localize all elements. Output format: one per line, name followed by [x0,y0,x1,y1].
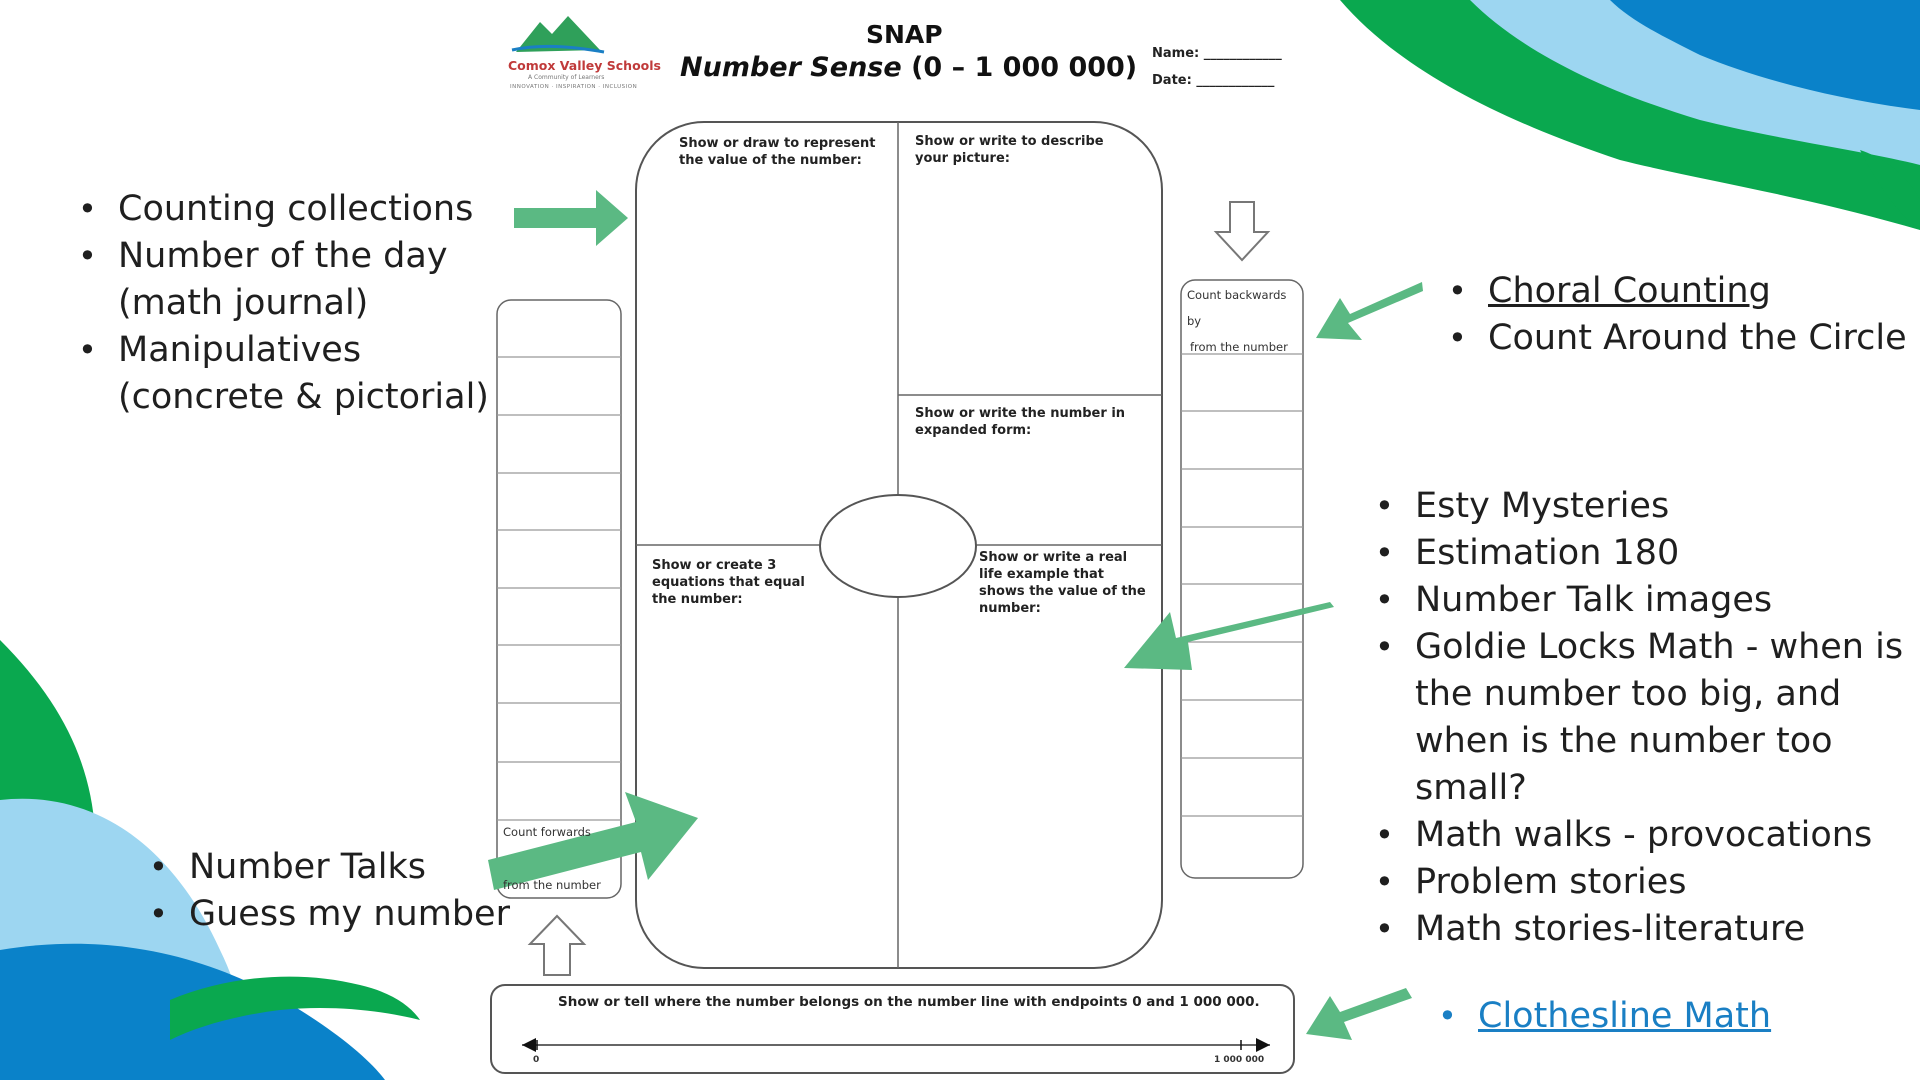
number-line-instruction: Show or tell where the number belongs on… [558,994,1260,1010]
right-mid-list: Esty Mysteries Estimation 180 Number Tal… [1367,483,1920,953]
logo-subtitle: A Community of Learners [528,74,605,81]
worksheet-snap-label: SNAP [866,20,943,49]
left-top-list: Counting collections Number of the day (… [70,186,489,421]
worksheet-title-main: Number Sense [680,52,902,83]
list-item: Counting collections [70,186,489,233]
right-arrow-icon [1316,282,1423,340]
worksheet-title-range: (0 – 1 000 000) [901,52,1138,83]
right-arrow-icon [488,792,698,890]
up-arrow-icon [527,914,587,976]
choral-counting-link[interactable]: Choral Counting [1488,271,1771,311]
list-item: Esty Mysteries [1367,483,1920,530]
box-show-draw-label: Show or draw to represent the value of t… [679,136,876,168]
box-expanded-form-label: Show or write the number in expanded for… [915,406,1126,438]
corner-blob-blue-top-right [1610,0,1920,110]
list-item: Goldie Locks Math - when is [1367,624,1920,671]
name-field[interactable]: Name: ____________ [1152,46,1282,61]
list-item: Manipulatives [70,327,489,374]
list-item: Number Talks [141,844,510,891]
logo-mountains-icon [511,16,605,54]
list-item: Guess my number [141,891,510,938]
clothesline-math-link[interactable]: Clothesline Math [1478,996,1772,1036]
list-item: (concrete & pictorial) [118,377,489,417]
number-line-end: 1 000 000 [1214,1055,1265,1065]
center-oval [819,494,977,598]
right-bottom-list: Clothesline Math [1430,993,1771,1040]
worksheet-title: Number Sense (0 – 1 000 000) [680,52,1137,83]
list-item: Math stories-literature [1367,906,1920,953]
box-describe-picture-label: Show or write to describe your picture: [915,134,1104,166]
number-line-start: 0 [533,1055,540,1065]
list-item: Problem stories [1367,859,1920,906]
number-line-box [490,984,1295,1074]
right-top-list: Choral Counting Count Around the Circle [1440,268,1907,362]
count-by-label: by [1187,314,1202,328]
count-forwards-label: Count forwards [503,825,591,839]
box-equations-label: Show or create 3 equations that equal th… [652,558,805,607]
right-arrow-icon [514,190,628,246]
list-item: Clothesline Math [1430,993,1771,1040]
list-item: Choral Counting [1440,268,1907,315]
count-forwards-strip [496,299,622,899]
list-item: when is the number too small? [1415,721,1833,808]
list-item: Estimation 180 [1367,530,1920,577]
count-backwards-label: Count backwards [1187,288,1287,302]
list-item: Number Talk images [1367,577,1920,624]
list-item: Count Around the Circle [1440,315,1907,362]
list-item: Number of the day [70,233,489,280]
box-real-life-label: Show or write a real life example that s… [979,550,1146,616]
right-arrow-icon [1124,602,1334,670]
corner-blob-green-right-edge [1860,150,1920,230]
count-backwards-strip [1180,279,1304,879]
right-arrow-icon [1306,988,1412,1040]
from-number-right-label: from the number [1190,340,1288,354]
corner-blob-green-bottom-mid [170,976,420,1040]
logo-school-name: Comox Valley Schools [508,58,661,73]
from-number-left-label: from the number [503,878,601,892]
list-item: the number too big, and [1415,674,1842,714]
logo-motto: INNOVATION · INSPIRATION · INCLUSION [510,84,638,90]
down-arrow-icon [1213,201,1271,262]
list-item: Math walks - provocations [1367,812,1920,859]
list-item: (math journal) [118,283,369,323]
date-field[interactable]: Date: ____________ [1152,73,1275,88]
left-bottom-list: Number Talks Guess my number [141,844,510,938]
